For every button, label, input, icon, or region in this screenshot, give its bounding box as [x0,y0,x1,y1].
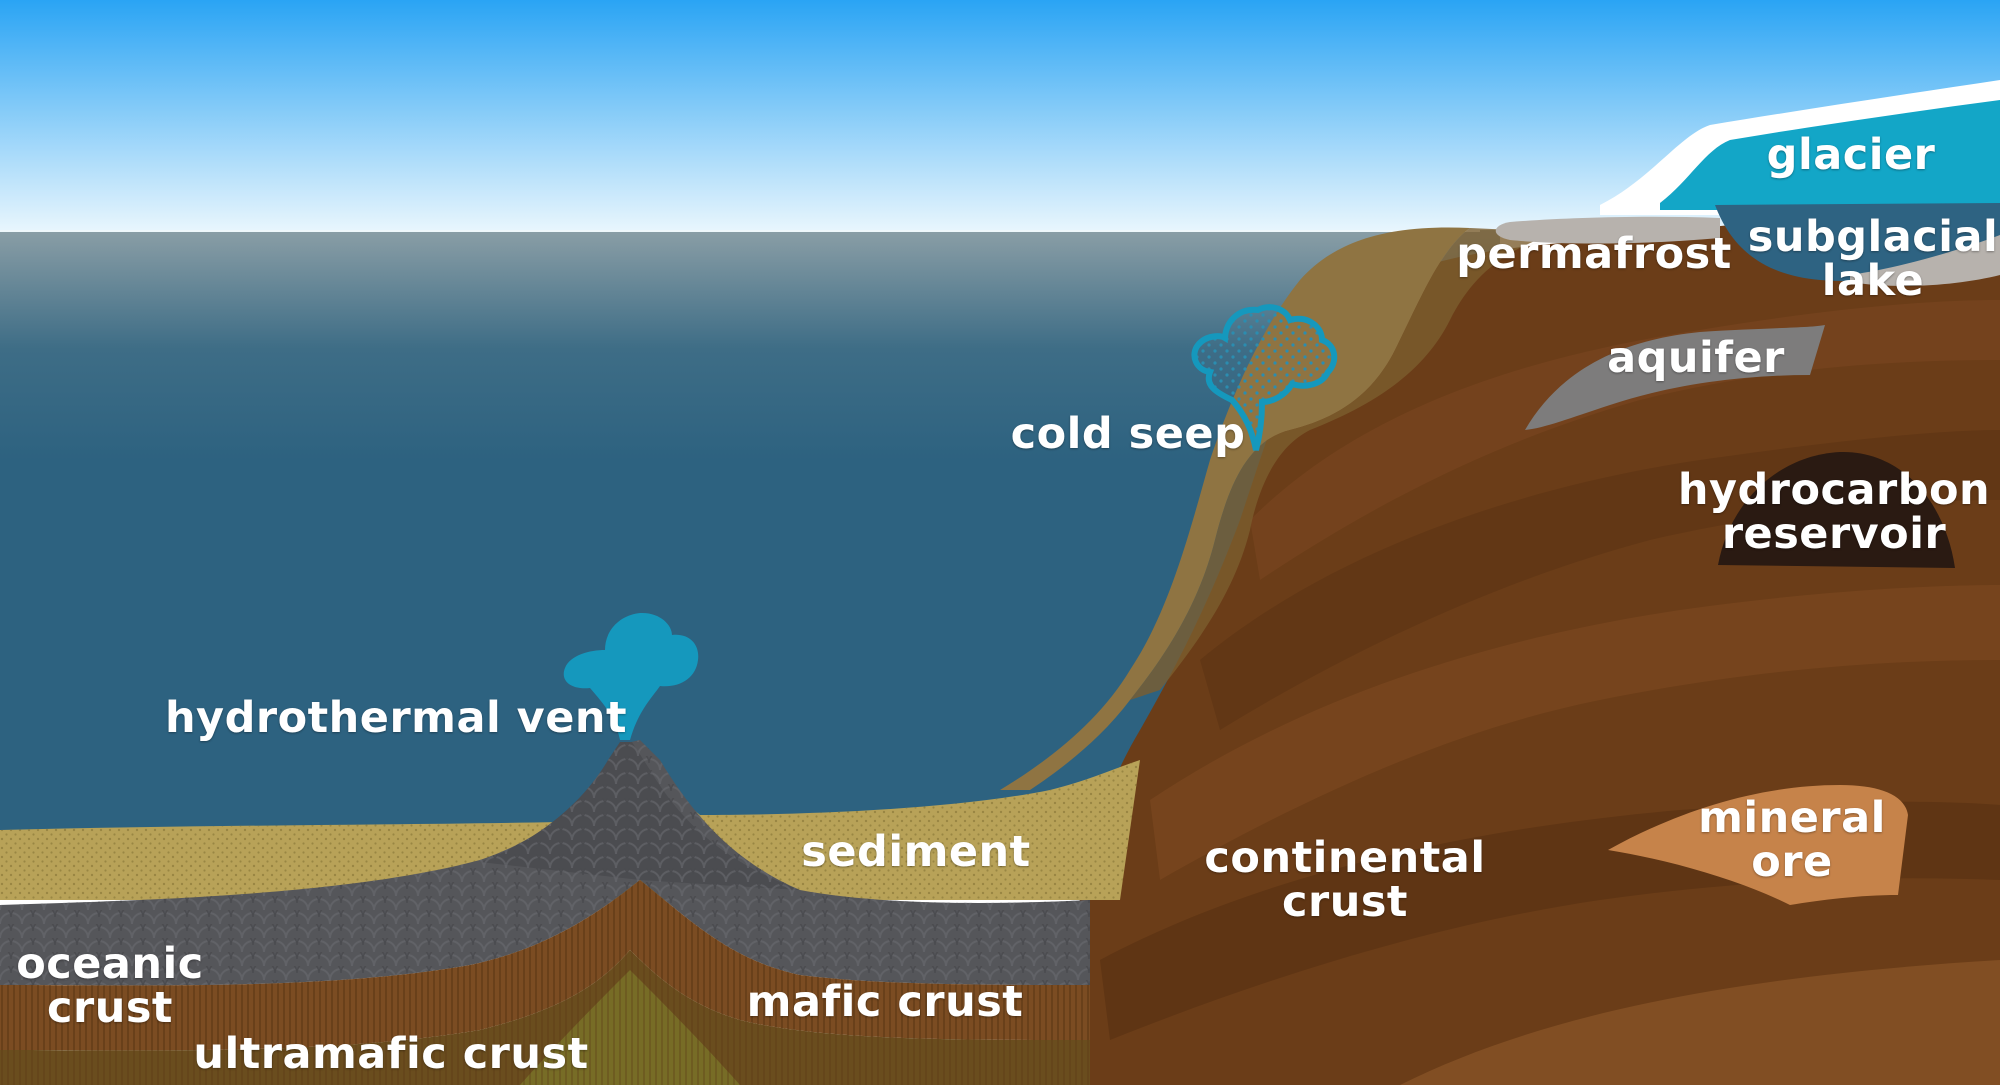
permafrost-shape-right [1850,235,2000,286]
subglacial-lake-label: subglacial lake [1747,212,1999,306]
permafrost-shape [1495,216,1720,244]
slope-sediment-dark [1130,228,1560,700]
hydrocarbon-reservoir-label: hydrocarbon reservoir [1677,465,1991,559]
aquifer-label: aquifer [1607,333,1785,383]
cold-seep-label: cold seep [1010,409,1246,459]
permafrost-label: permafrost [1456,229,1732,279]
mineral-ore-label: mineral ore [1698,793,1886,887]
oceanic-crust-label: oceanic crust [16,939,204,1033]
ultramafic-crust-label: ultramafic crust [193,1029,589,1079]
continental-crust-label: continental crust [1204,833,1486,927]
mafic-crust-label: mafic crust [746,977,1024,1027]
mafic-crust-texture [0,880,1090,1051]
glacier-body [1660,100,2000,210]
hydrothermal-vent-label: hydrothermal vent [164,693,628,743]
crust-band [1400,960,2000,1085]
cold-seep-plume [1191,304,1338,451]
glacier-label: glacier [1766,130,1936,180]
aquifer-shape [1525,325,1825,430]
crust-band [1150,585,2000,880]
mineral-ore-shape [1608,785,1908,905]
sediment-label: sediment [801,827,1031,877]
vent-cone-texture [480,742,800,890]
slope-sediment [1000,227,1470,791]
hydrothermal-plume [563,612,699,740]
hydrocarbon-reservoir-shape [1718,451,1955,568]
ultramafic-crust-texture [0,950,1090,1085]
